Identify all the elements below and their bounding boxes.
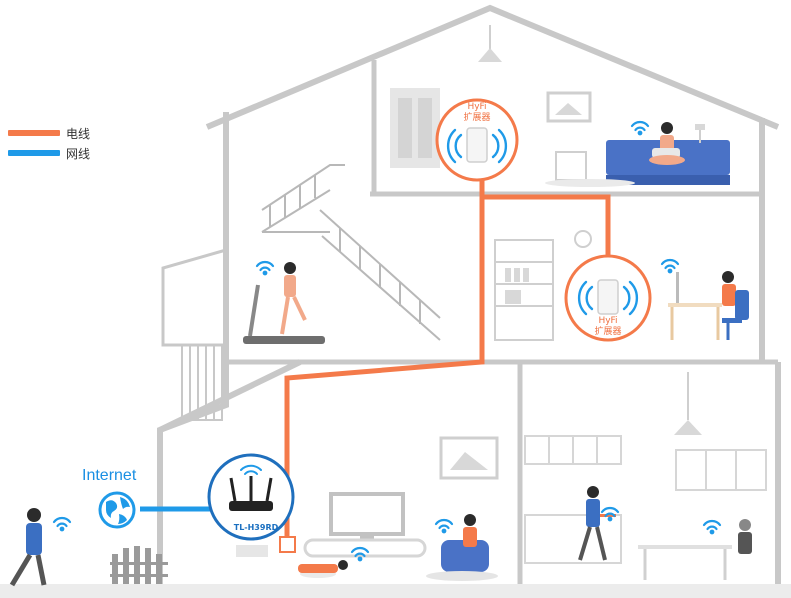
treadmill-runner [243, 262, 325, 344]
balcony [161, 248, 227, 421]
bookshelf [494, 239, 554, 341]
wifi-signals [52, 120, 722, 562]
router-label: TL-H39RD [233, 523, 279, 532]
staircase [261, 164, 441, 341]
internet-label: Internet [82, 467, 137, 484]
extender-top-line1: HyFi [467, 102, 487, 112]
extender-middle-icon [564, 254, 652, 342]
legend: 电线 网线 [8, 123, 90, 163]
attic-furniture [390, 88, 730, 187]
extender-middle-line1: HyFi [598, 316, 618, 326]
legend-network-label: 网线 [66, 146, 91, 161]
ground-floor-furniture [236, 372, 767, 581]
wall-clock [574, 230, 592, 248]
extender-middle-line2: 扩展器 [594, 327, 622, 337]
legend-network-line: 网线 [8, 143, 90, 163]
outside-person [9, 508, 47, 587]
legend-power-label: 电线 [66, 126, 91, 141]
legend-power-line: 电线 [8, 123, 90, 143]
globe-icon [98, 491, 136, 529]
power-line [279, 180, 611, 553]
router-icon [207, 453, 295, 541]
house-structure [157, 4, 781, 584]
fence [110, 546, 168, 584]
legend-power-swatch [8, 130, 60, 136]
person-on-sofa [649, 122, 685, 165]
legend-network-swatch [8, 150, 60, 156]
ground [0, 584, 791, 598]
extender-top-label: HyFi 扩展器 [447, 102, 507, 124]
desk-workstation [668, 271, 749, 340]
ceiling-lamp-attic [478, 25, 502, 62]
extender-top-line2: 扩展器 [463, 113, 491, 123]
extender-middle-label: HyFi 扩展器 [578, 316, 638, 338]
extender-top-icon [435, 98, 519, 182]
